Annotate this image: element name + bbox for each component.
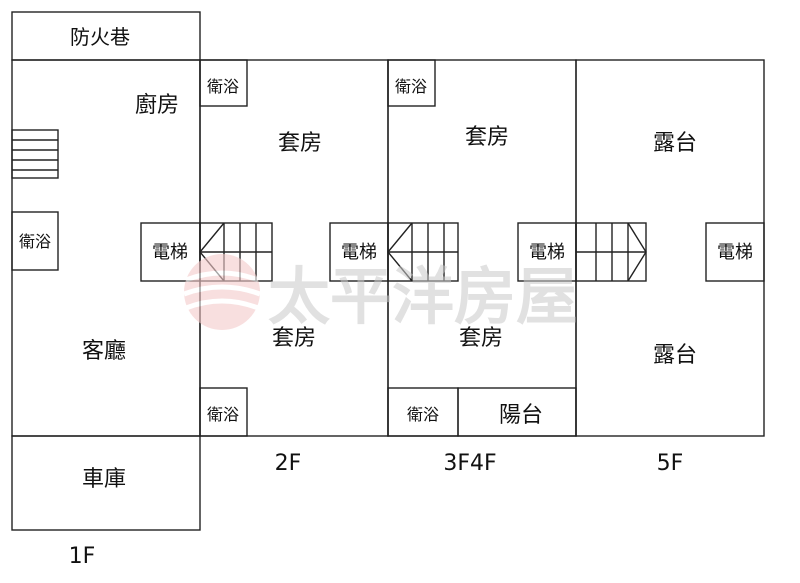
- garage-box: [11, 435, 201, 531]
- elevator-2f-label: 電梯: [341, 242, 377, 263]
- stairs-3f4f: [387, 222, 459, 282]
- stairs-1f: [11, 129, 59, 179]
- watermark-brand-text: 太平洋房屋: [268, 260, 578, 333]
- terrace-5f-top-label: 露台: [653, 131, 697, 156]
- fire-lane-label: 防火巷: [70, 25, 130, 49]
- elevator-5f-box: [705, 222, 765, 282]
- bathroom-2f-bottom-box: [199, 387, 248, 437]
- bathroom-2f-top-box: [199, 59, 248, 107]
- stairs-2f: [199, 222, 273, 282]
- living-room-label: 客廳: [82, 339, 126, 364]
- elevator-5f-label: 電梯: [717, 242, 753, 263]
- bathroom-3f4f-top-box: [387, 59, 436, 107]
- bathroom-3f4f-bottom-label: 衛浴: [407, 405, 439, 424]
- stairs-5f: [575, 222, 647, 282]
- elevator-1f-label: 電梯: [152, 242, 188, 263]
- suite-3f4f-bottom-label: 套房: [459, 326, 503, 351]
- elevator-3f4f-label: 電梯: [529, 242, 565, 263]
- bathroom-3f4f-top-label: 衛浴: [395, 77, 427, 96]
- floor-1f-label: 1F: [69, 544, 96, 569]
- terrace-5f-bottom-label: 露台: [653, 343, 697, 368]
- suite-2f-bottom-label: 套房: [272, 326, 316, 351]
- floor-3f4f-label: 3F4F: [443, 451, 496, 476]
- bathroom-1f-box: [11, 211, 59, 271]
- suite-3f4f-top-label: 套房: [465, 125, 509, 150]
- watermark: 太平洋房屋: [183, 254, 578, 333]
- bathroom-1f-label: 衛浴: [19, 232, 51, 251]
- bathroom-2f-top-label: 衛浴: [207, 77, 239, 96]
- kitchen-label: 廚房: [135, 93, 179, 118]
- floor-2f-label: 2F: [275, 451, 302, 476]
- balcony-3f4f-label: 陽台: [499, 403, 543, 428]
- garage-label: 車庫: [82, 467, 126, 492]
- bathroom-2f-bottom-label: 衛浴: [207, 405, 239, 424]
- floor-5f-label: 5F: [657, 451, 684, 476]
- brand-logo-icon: [183, 254, 261, 330]
- suite-2f-top-label: 套房: [278, 131, 322, 156]
